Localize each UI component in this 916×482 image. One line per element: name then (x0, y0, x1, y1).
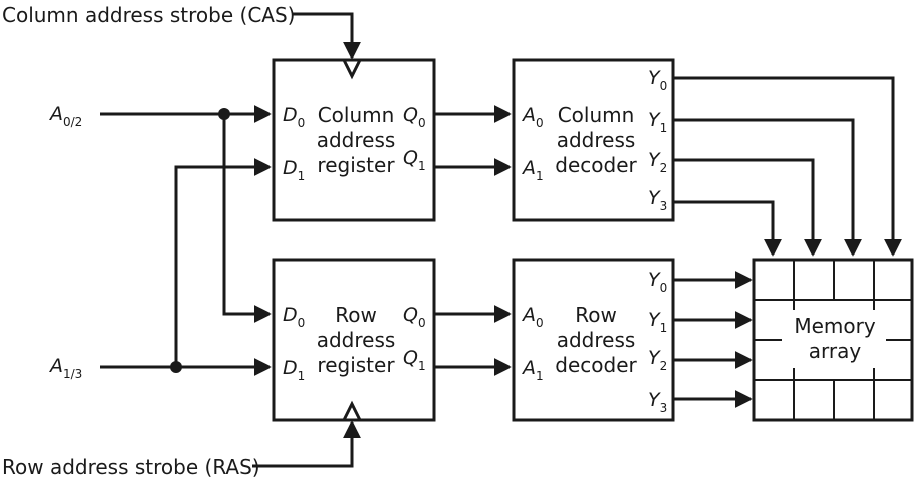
col-dec-a1-pin: A1 (521, 157, 544, 183)
row-address-decoder: A0 A1 Y0 Y1 Y2 Y3 Row address decoder (512, 258, 675, 422)
col-dec-y3-pin: Y3 (648, 187, 667, 213)
memory-title-2: array (809, 339, 862, 363)
ras-clock-notch (342, 400, 362, 421)
col-reg-title-3: register (317, 153, 395, 177)
row-dec-y1-pin: Y1 (648, 309, 667, 335)
row-dec-a1-pin: A1 (521, 357, 544, 383)
cas-wire (292, 12, 361, 60)
ras-wire (252, 420, 361, 468)
col-dec-title-3: decoder (555, 153, 637, 177)
col-dec-y1-pin: Y1 (648, 109, 667, 135)
col-reg-title-2: address (317, 128, 396, 152)
row-reg-d0-pin: D0 (283, 304, 305, 330)
cas-clock-notch (342, 59, 362, 80)
a02-label: A0/2 (48, 103, 82, 129)
row-reg-d1-pin: D1 (283, 357, 305, 383)
a13-label: A1/3 (48, 355, 82, 381)
row-dec-y2-pin: Y2 (648, 347, 667, 373)
ras-label: Row address strobe (RAS) (2, 455, 260, 479)
col-dec-a0-pin: A0 (521, 104, 544, 130)
col-dec-y2-pin: Y2 (648, 149, 667, 175)
column-address-decoder: A0 A1 Y0 Y1 Y2 Y3 Column address decoder (512, 58, 675, 222)
row-reg-title-1: Row (335, 303, 377, 327)
col-y1-wire (673, 118, 862, 257)
a13-to-col-d1-wire (174, 158, 272, 367)
col-reg-q1-pin: Q1 (403, 147, 426, 173)
row-reg-q0-pin: Q0 (403, 304, 426, 330)
column-address-register: D0 D1 Q0 Q1 Column address register (272, 58, 436, 222)
row-address-register: D0 D1 Q0 Q1 Row address register (272, 258, 436, 422)
col-y0-wire (673, 76, 902, 257)
row-dec-a0-pin: A0 (521, 304, 544, 330)
junction-dot-a13 (170, 361, 182, 373)
col-dec-y0-pin: Y0 (648, 67, 667, 93)
col-reg-title-1: Column (318, 103, 395, 127)
row-reg-title-3: register (317, 353, 395, 377)
col-dec-title-1: Column (558, 103, 635, 127)
memory-array: Memory array (752, 258, 914, 422)
a02-to-row-d0-wire (222, 114, 272, 323)
col-dec-title-2: address (557, 128, 636, 152)
col-y3-wire (673, 200, 782, 257)
row-reg-title-2: address (317, 328, 396, 352)
memory-title-1: Memory (794, 314, 876, 338)
junction-dot-a02 (218, 108, 230, 120)
col-y2-wire (673, 158, 822, 257)
row-dec-title-3: decoder (555, 353, 637, 377)
col-reg-d0-pin: D0 (283, 104, 305, 130)
col-reg-d1-pin: D1 (283, 157, 305, 183)
col-reg-q0-pin: Q0 (403, 104, 426, 130)
row-reg-q1-pin: Q1 (403, 347, 426, 373)
row-dec-y3-pin: Y3 (648, 389, 667, 415)
row-dec-title-1: Row (575, 303, 617, 327)
row-dec-title-2: address (557, 328, 636, 352)
row-dec-y0-pin: Y0 (648, 269, 667, 295)
cas-label: Column address strobe (CAS) (2, 3, 295, 27)
